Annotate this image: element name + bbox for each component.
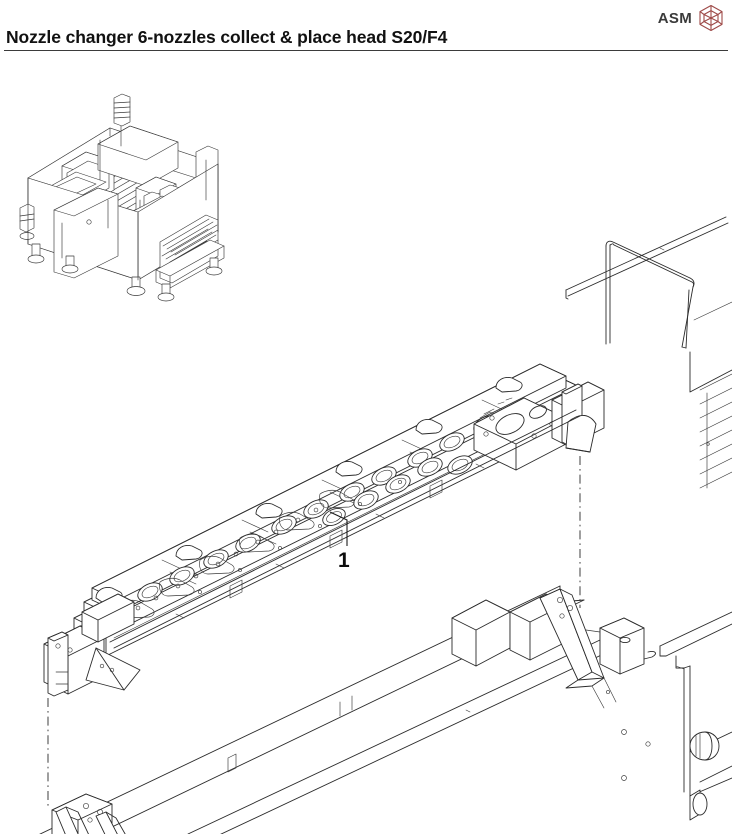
hexagon-logo-icon <box>698 4 724 32</box>
nozzle-changer-rail <box>43 363 605 697</box>
callout-leader-line <box>329 511 348 546</box>
machine-overview-thumbnail <box>10 60 235 305</box>
exploded-assembly-drawing <box>39 216 732 834</box>
page-title: Nozzle changer 6-nozzles collect & place… <box>6 27 448 47</box>
nozzle-cup-group <box>137 415 499 602</box>
frame-mount-foot-right <box>451 588 617 709</box>
title-divider <box>4 50 728 51</box>
machine-frame-upper-rail <box>565 216 729 300</box>
frame-mount-foot-left <box>51 793 126 834</box>
right-mounting-bracket <box>551 381 605 453</box>
page-header: ASM Nozzle changer 6-nozzles co <box>0 0 732 52</box>
left-mounting-bracket <box>43 625 141 697</box>
machine-rear-beam <box>187 627 613 834</box>
technical-drawing-figure: 1 <box>0 52 732 834</box>
machine-side-panel <box>621 611 732 821</box>
wire-form-bracket <box>605 240 732 349</box>
brand-block: ASM <box>658 4 724 32</box>
panel-knob <box>689 731 720 761</box>
callout-label-1: 1 <box>338 549 350 572</box>
machine-panel-hatching <box>689 351 732 489</box>
machine-corner-block <box>585 617 656 675</box>
brand-name: ASM <box>657 9 692 27</box>
rail-end-block-left <box>81 593 135 643</box>
